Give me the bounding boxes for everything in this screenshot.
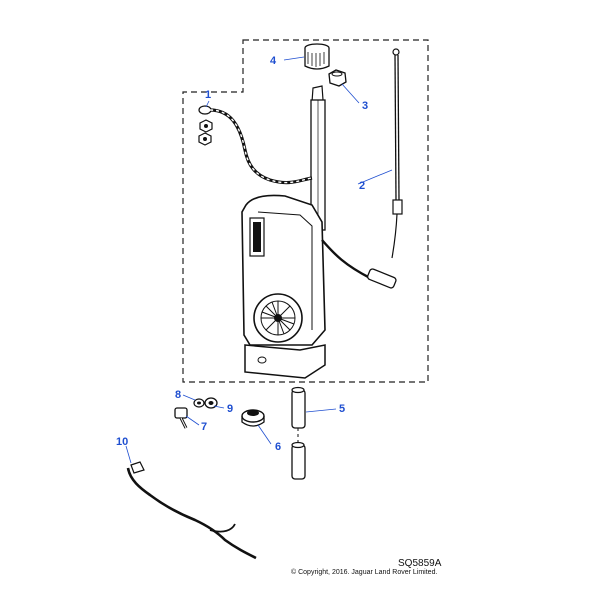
callout-3: 3 — [362, 100, 369, 112]
mast-part — [391, 48, 403, 259]
reference-code: SQ5859A — [398, 558, 442, 569]
callout-4: 4 — [270, 55, 277, 67]
assembly-boundary — [182, 39, 429, 383]
callout-1: 1 — [205, 89, 212, 101]
motor-housing — [241, 194, 397, 346]
copyright-notice: © Copyright, 2016. Jaguar Land Rover Lim… — [291, 569, 438, 576]
bolt-part — [174, 407, 188, 429]
callout-7: 7 — [201, 421, 208, 433]
callout-2: 2 — [359, 180, 366, 192]
grommet-nut-part — [304, 43, 330, 70]
callout-8: 8 — [175, 389, 182, 401]
washer-spacer-parts — [193, 397, 218, 409]
mounting-bracket — [244, 344, 326, 379]
callout-9: 9 — [227, 403, 234, 415]
harness-part — [126, 461, 257, 560]
drain-tube-part — [291, 386, 306, 480]
callout-5: 5 — [339, 403, 346, 415]
callout-10: 10 — [116, 436, 129, 448]
nut-part — [328, 69, 347, 87]
callout-6: 6 — [275, 441, 282, 453]
leader-lines — [125, 56, 393, 464]
grommet-part — [241, 409, 265, 427]
antenna-tube — [310, 85, 326, 231]
cable-part — [198, 105, 313, 185]
